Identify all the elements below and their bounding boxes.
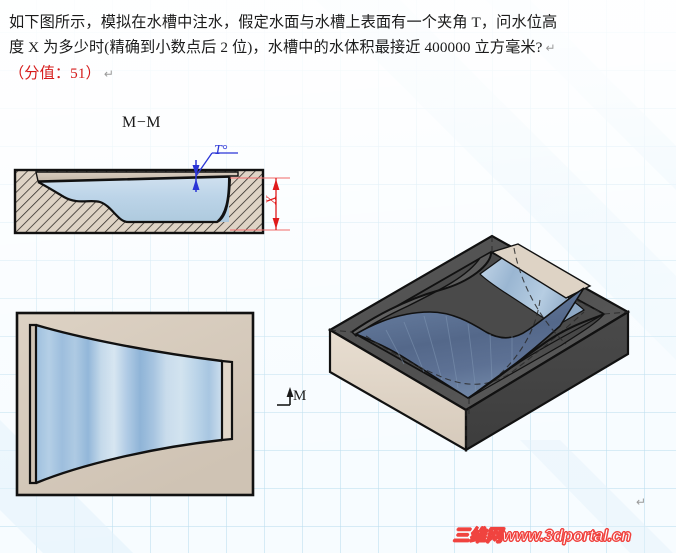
topview-right-wall <box>220 359 234 442</box>
iso-water-streaks <box>385 315 513 393</box>
angle-arrow-up <box>192 165 200 176</box>
iso-view-trough <box>327 234 631 452</box>
dimension-annotation-x <box>230 177 290 231</box>
iso-far-ledge <box>490 243 592 299</box>
section-top-rim <box>35 171 239 182</box>
topview-edge-top <box>35 323 223 363</box>
question-text-block: 如下图所示，模拟在水槽中注水，假定水面与水槽上表面有一个夹角 T，问水位高 度 … <box>9 10 669 87</box>
section-marker-m <box>277 387 294 406</box>
section-view-mm <box>13 152 290 235</box>
score-line-wrap: （分值：51）↵ <box>9 61 669 87</box>
section-right-wall-curve <box>216 176 230 223</box>
angle-arrow-down <box>192 179 200 190</box>
top-view-plan <box>15 311 294 497</box>
score-text: （分值：51） <box>9 65 101 82</box>
section-view-title: M−M <box>122 114 161 131</box>
section-water-surface-line <box>37 176 230 183</box>
angle-annotation-t <box>192 152 238 192</box>
iso-hidden-lines <box>329 236 629 450</box>
question-line-2-wrap: 度 X 为多少时(精确到小数点后 2 位)，水槽中的水体积最接近 400000 … <box>9 35 669 61</box>
watermark-url: www.3dportal.cn <box>502 527 632 546</box>
height-label-x: X <box>264 195 280 205</box>
iso-block-front-right <box>464 310 630 452</box>
pilcrow-mark-line2: ↵ <box>545 41 556 55</box>
dim-arrow-top <box>272 179 280 190</box>
topview-water-fill <box>36 325 222 483</box>
question-line-1: 如下图所示，模拟在水槽中注水，假定水面与水槽上表面有一个夹角 T，问水位高 <box>9 14 558 31</box>
topview-edge-bottom <box>35 438 223 485</box>
section-marker-label-m: M <box>293 388 307 404</box>
iso-cavity-edge-left <box>351 251 492 333</box>
angle-label-t: T° <box>214 143 228 158</box>
angle-leader-slant <box>195 152 213 177</box>
watermark-chinese: 三维网 <box>453 527 503 546</box>
pilcrow-mark-score: ↵ <box>103 67 114 81</box>
dim-arrow-bottom <box>272 218 280 229</box>
marker-arrowhead <box>286 387 294 397</box>
iso-cavity-edge-right <box>468 313 605 399</box>
topview-left-wall <box>28 323 38 485</box>
pilcrow-mark-trailing: ↵ <box>636 495 647 509</box>
question-line-2: 度 X 为多少时(精确到小数点后 2 位)，水槽中的水体积最接近 400000 … <box>9 39 543 56</box>
section-water-fill <box>38 177 229 222</box>
site-watermark: 三维网www.3dportal.cn <box>453 522 632 546</box>
